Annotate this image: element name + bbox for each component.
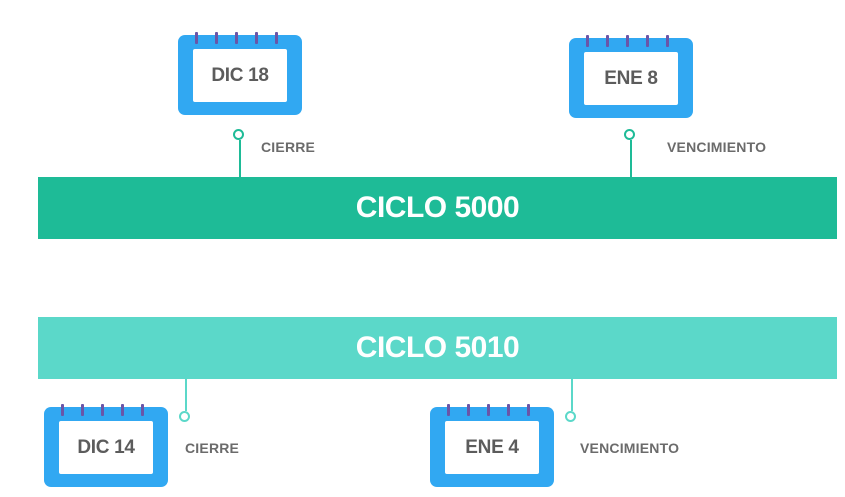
closing-connector — [239, 140, 241, 177]
due-pin-icon — [565, 411, 576, 422]
closing-pin-icon — [179, 411, 190, 422]
cycle-1-due-label: VENCIMIENTO — [667, 139, 767, 155]
cycle-1-due-date: ENE 8 — [584, 52, 678, 105]
cycle-1-closing-label: CIERRE — [261, 139, 316, 155]
cycle-2-due-label: VENCIMIENTO — [580, 440, 680, 456]
calendar-icon: DIC 18 — [178, 32, 302, 115]
cycle-1-closing-date: DIC 18 — [193, 49, 287, 102]
cycle-2-closing-label: CIERRE — [185, 440, 240, 456]
cycle-2-closing-date: DIC 14 — [59, 421, 153, 474]
cycle-2-due-date: ENE 4 — [445, 421, 539, 474]
cycle-1-title: CICLO 5000 — [355, 191, 520, 224]
cycle-2-band: CICLO 5010 — [38, 317, 837, 379]
closing-pin-icon — [233, 129, 244, 140]
due-connector — [571, 379, 573, 411]
cycle-1-band: CICLO 5000 — [38, 177, 837, 239]
calendar-icon: DIC 14 — [44, 404, 168, 487]
closing-connector — [185, 379, 187, 411]
calendar-icon: ENE 4 — [430, 404, 554, 487]
calendar-icon: ENE 8 — [569, 35, 693, 118]
due-pin-icon — [624, 129, 635, 140]
due-connector — [630, 140, 632, 177]
cycle-2-title: CICLO 5010 — [355, 331, 520, 364]
